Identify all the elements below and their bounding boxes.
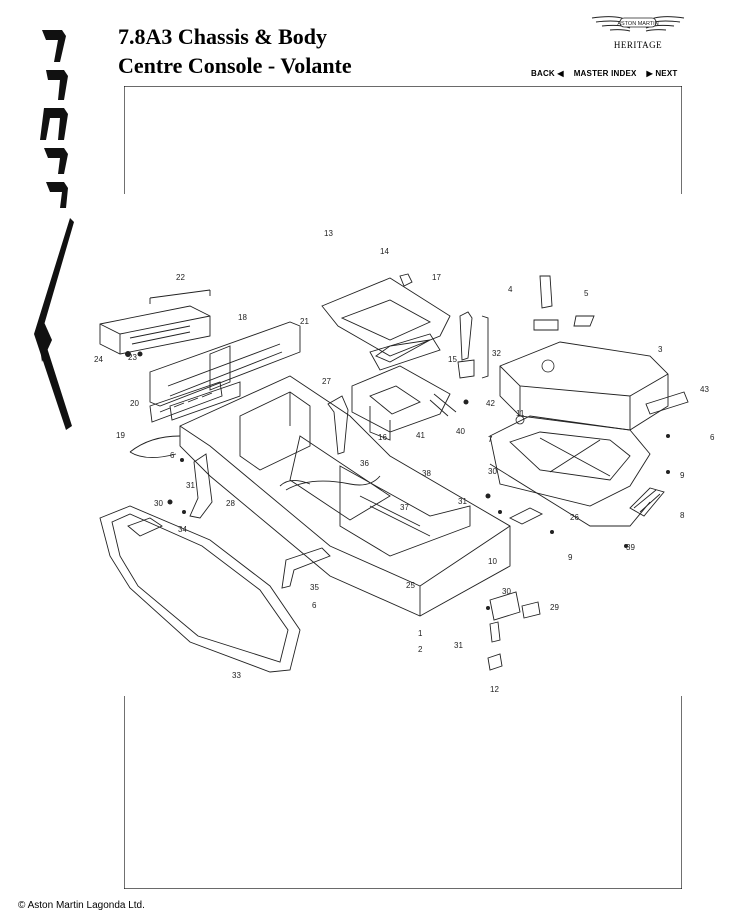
aston-martin-heritage-brand: ASTON MARTIN HERITAGE: [583, 12, 693, 50]
callout-36: 36: [360, 459, 369, 468]
aston-martin-wings-logo: ASTON MARTIN: [591, 16, 685, 32]
callout-16: 16: [378, 433, 387, 442]
callout-31-rear: 31: [454, 641, 463, 650]
callout-20: 20: [130, 399, 139, 408]
callout-31-left: 31: [186, 481, 195, 490]
callout-28: 28: [226, 499, 235, 508]
callout-41: 41: [416, 431, 425, 440]
callout-22: 22: [176, 273, 185, 282]
page-title: 7.8A3 Chassis & Body Centre Console - Vo…: [118, 22, 352, 80]
callout-21: 21: [300, 317, 309, 326]
callout-15: 15: [448, 355, 457, 364]
callout-18: 18: [238, 313, 247, 322]
callout-6-right: 6: [710, 433, 715, 442]
callout-19: 19: [116, 431, 125, 440]
callout-2: 2: [418, 645, 423, 654]
callout-39: 39: [626, 543, 635, 552]
callout-31: 31: [458, 497, 467, 506]
callout-4: 4: [508, 285, 513, 294]
callout-30: 30: [488, 467, 497, 476]
callout-29: 29: [550, 603, 559, 612]
virage-logo: [34, 30, 74, 430]
callout-37: 37: [400, 503, 409, 512]
callout-1: 1: [418, 629, 423, 638]
callout-26: 26: [570, 513, 579, 522]
callout-25: 25: [406, 581, 415, 590]
callout-23: 23: [128, 353, 137, 362]
callout-12: 12: [490, 685, 499, 694]
callout-34: 34: [178, 525, 187, 534]
callout-13: 13: [324, 229, 333, 238]
next-link[interactable]: ▶ NEXT: [646, 69, 678, 78]
callout-9-mid: 9: [568, 553, 573, 562]
callout-10: 10: [488, 557, 497, 566]
nav-bar: BACK ◀ MASTER INDEX ▶ NEXT: [531, 69, 677, 78]
back-link[interactable]: BACK ◀: [531, 69, 564, 78]
callout-5: 5: [584, 289, 589, 298]
exploded-parts-diagram: 13 14 17 22 21 18 4 5 3 24 23 32 15 27 4…: [94, 229, 715, 694]
callout-43: 43: [700, 385, 709, 394]
callout-35: 35: [310, 583, 319, 592]
callout-38: 38: [422, 469, 431, 478]
callout-3: 3: [658, 345, 663, 354]
callout-32: 32: [492, 349, 501, 358]
callout-24: 24: [94, 355, 103, 364]
master-index-link[interactable]: MASTER INDEX: [573, 69, 637, 78]
title-line-1: 7.8A3 Chassis & Body: [118, 24, 328, 49]
callout-30-rear: 30: [502, 587, 511, 596]
callout-17: 17: [432, 273, 441, 282]
callout-7: 7: [488, 435, 493, 444]
callout-6-lower: 6: [312, 601, 317, 610]
callout-42: 42: [486, 399, 495, 408]
heritage-label: HERITAGE: [613, 40, 663, 50]
callout-33: 33: [232, 671, 241, 680]
callout-6-left: 6: [170, 451, 175, 460]
callout-9-right: 9: [680, 471, 685, 480]
callout-8: 8: [680, 511, 685, 520]
brand-lettering: ASTON MARTIN: [617, 21, 658, 27]
callout-30-left: 30: [154, 499, 163, 508]
callout-27: 27: [322, 377, 331, 386]
copyright-footer: © Aston Martin Lagonda Ltd.: [18, 900, 145, 911]
title-line-2: Centre Console - Volante: [118, 53, 352, 78]
callout-14: 14: [380, 247, 389, 256]
callout-40: 40: [456, 427, 465, 436]
callout-11: 11: [516, 409, 525, 418]
